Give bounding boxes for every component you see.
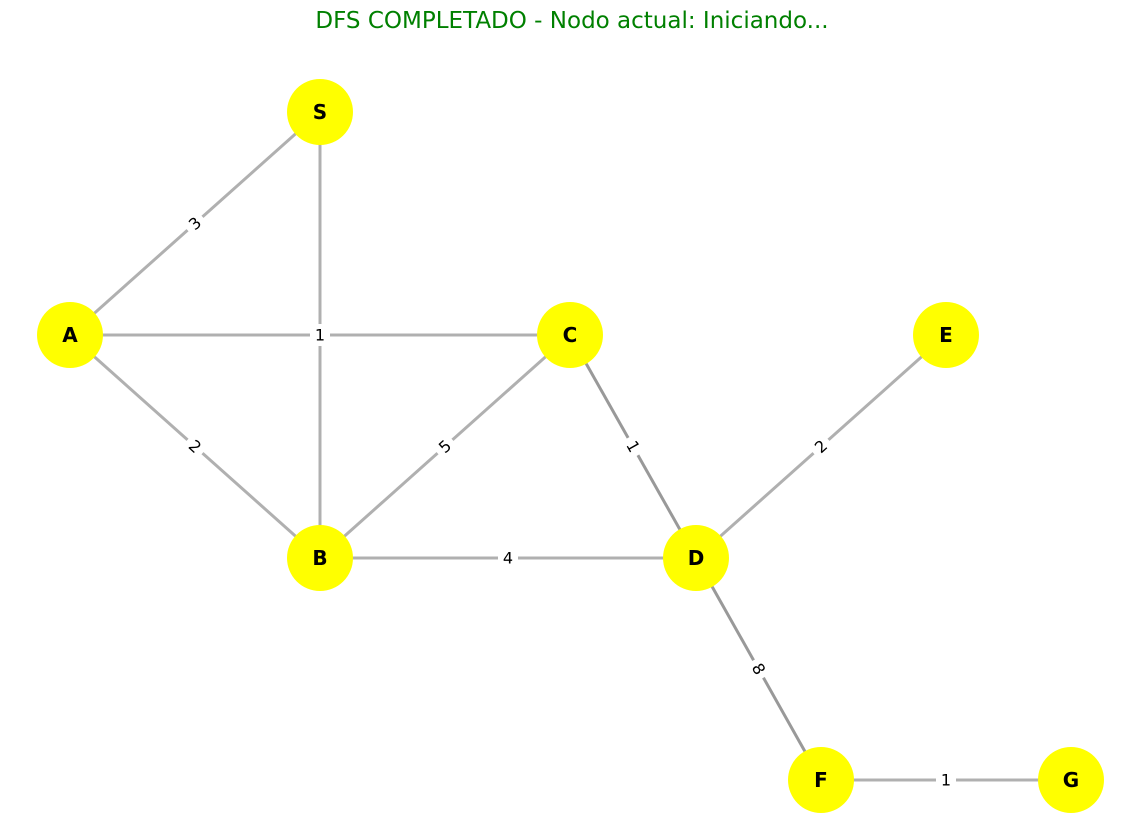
node-circle: [37, 302, 103, 368]
edges-layer: 3 1 2 5 1 4 2 8 1: [69, 110, 1071, 791]
edge-weight-a-c: 1: [310, 324, 330, 346]
node-label: G: [1063, 768, 1079, 792]
edge-weight-background: [430, 431, 460, 462]
edge-weight-background: [180, 431, 210, 462]
edge-weight-background: [936, 769, 956, 791]
node-g: G: [1038, 747, 1104, 813]
node-circle: [1038, 747, 1104, 813]
node-label: S: [313, 100, 327, 124]
node-circle: [788, 747, 854, 813]
edge-weight-c-d: 1: [618, 432, 648, 461]
edge-weight-background: [498, 547, 518, 569]
node-label: D: [688, 546, 705, 570]
edge-weight-background: [806, 431, 836, 462]
edge-weight-s-a: 3: [180, 208, 210, 239]
node-b: B: [287, 525, 353, 591]
edge-weight-d-e: 2: [806, 431, 836, 462]
node-label: A: [62, 323, 78, 347]
node-circle: [287, 525, 353, 591]
edge-weight-d-f: 8: [744, 654, 773, 684]
node-label: E: [939, 323, 953, 347]
nodes-layer: S A C E B D F G: [37, 79, 1104, 813]
node-label: B: [312, 546, 327, 570]
edge-weight-a-b: 2: [180, 431, 210, 462]
edge-weight-background: [180, 208, 210, 239]
node-label: F: [814, 768, 828, 792]
node-a: A: [37, 302, 103, 368]
node-c: C: [537, 302, 603, 368]
node-e: E: [913, 302, 979, 368]
graph-title: DFS COMPLETADO - Nodo actual: Iniciando.…: [315, 8, 829, 34]
node-f: F: [788, 747, 854, 813]
edge-weight-label: 1: [941, 771, 951, 790]
node-s: S: [287, 79, 353, 145]
node-circle: [287, 79, 353, 145]
edge-weight-b-d: 4: [498, 547, 518, 569]
edge-weight-background: [310, 324, 330, 346]
node-circle: [913, 302, 979, 368]
edge-weight-b-c: 5: [430, 431, 460, 462]
edge-weight-background: [618, 432, 648, 461]
node-circle: [663, 525, 729, 591]
node-label: C: [563, 323, 578, 347]
node-d: D: [663, 525, 729, 591]
edge-weight-background: [744, 654, 773, 684]
edge-weight-label: 4: [503, 549, 513, 568]
edge-weight-label: 1: [315, 326, 325, 345]
edge-weight-f-g: 1: [936, 769, 956, 791]
node-circle: [537, 302, 603, 368]
